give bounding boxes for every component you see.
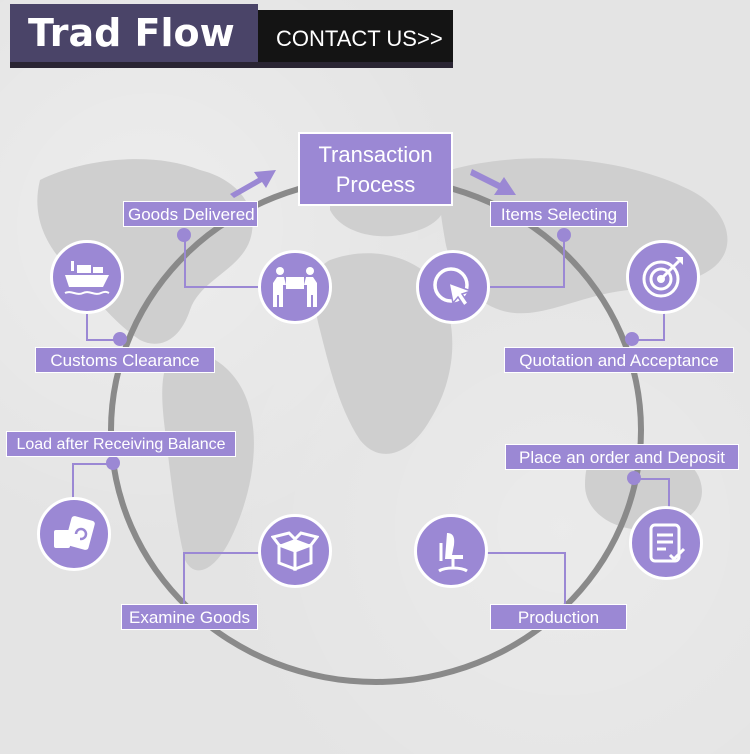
connector <box>636 478 670 480</box>
connector <box>632 339 665 341</box>
label-load-balance: Load after Receiving Balance <box>6 431 236 457</box>
connector <box>86 339 120 341</box>
connector <box>86 300 88 340</box>
label-quotation-acceptance: Quotation and Acceptance <box>504 347 734 373</box>
transaction-process-title: Transaction Process <box>298 132 453 206</box>
box-icon <box>258 514 332 588</box>
step-dot <box>106 456 120 470</box>
label-production: Production <box>490 604 627 630</box>
chair-icon <box>414 514 488 588</box>
header-underline <box>10 62 453 68</box>
connector <box>564 552 566 606</box>
step-dot <box>625 332 639 346</box>
ship-icon <box>50 240 124 314</box>
document-check-icon <box>629 506 703 580</box>
payment-icon <box>37 497 111 571</box>
label-examine-goods: Examine Goods <box>121 604 258 630</box>
connector <box>184 286 262 288</box>
connector <box>183 552 185 606</box>
page-title: Trad Flow <box>10 4 258 62</box>
handover-icon <box>258 250 332 324</box>
connector <box>663 300 665 340</box>
title-line-1: Transaction <box>318 142 433 167</box>
step-dot <box>557 228 571 242</box>
target-icon <box>626 240 700 314</box>
contact-us-button[interactable]: CONTACT US>> <box>258 10 453 68</box>
connector <box>486 552 566 554</box>
label-customs-clearance: Customs Clearance <box>35 347 215 373</box>
label-goods-delivered: Goods Delivered <box>123 201 258 227</box>
connector <box>183 552 263 554</box>
connector <box>72 463 114 465</box>
step-dot <box>627 471 641 485</box>
label-place-order: Place an order and Deposit <box>505 444 739 470</box>
cursor-icon <box>416 250 490 324</box>
connector <box>668 478 670 508</box>
connector <box>563 235 565 287</box>
connector <box>72 463 74 498</box>
arrow-left-icon <box>230 170 276 198</box>
label-items-selecting: Items Selecting <box>490 201 628 227</box>
title-line-2: Process <box>335 172 416 197</box>
step-dot <box>113 332 127 346</box>
arrow-right-icon <box>470 169 516 195</box>
connector <box>487 286 565 288</box>
connector <box>184 235 186 287</box>
step-dot <box>177 228 191 242</box>
